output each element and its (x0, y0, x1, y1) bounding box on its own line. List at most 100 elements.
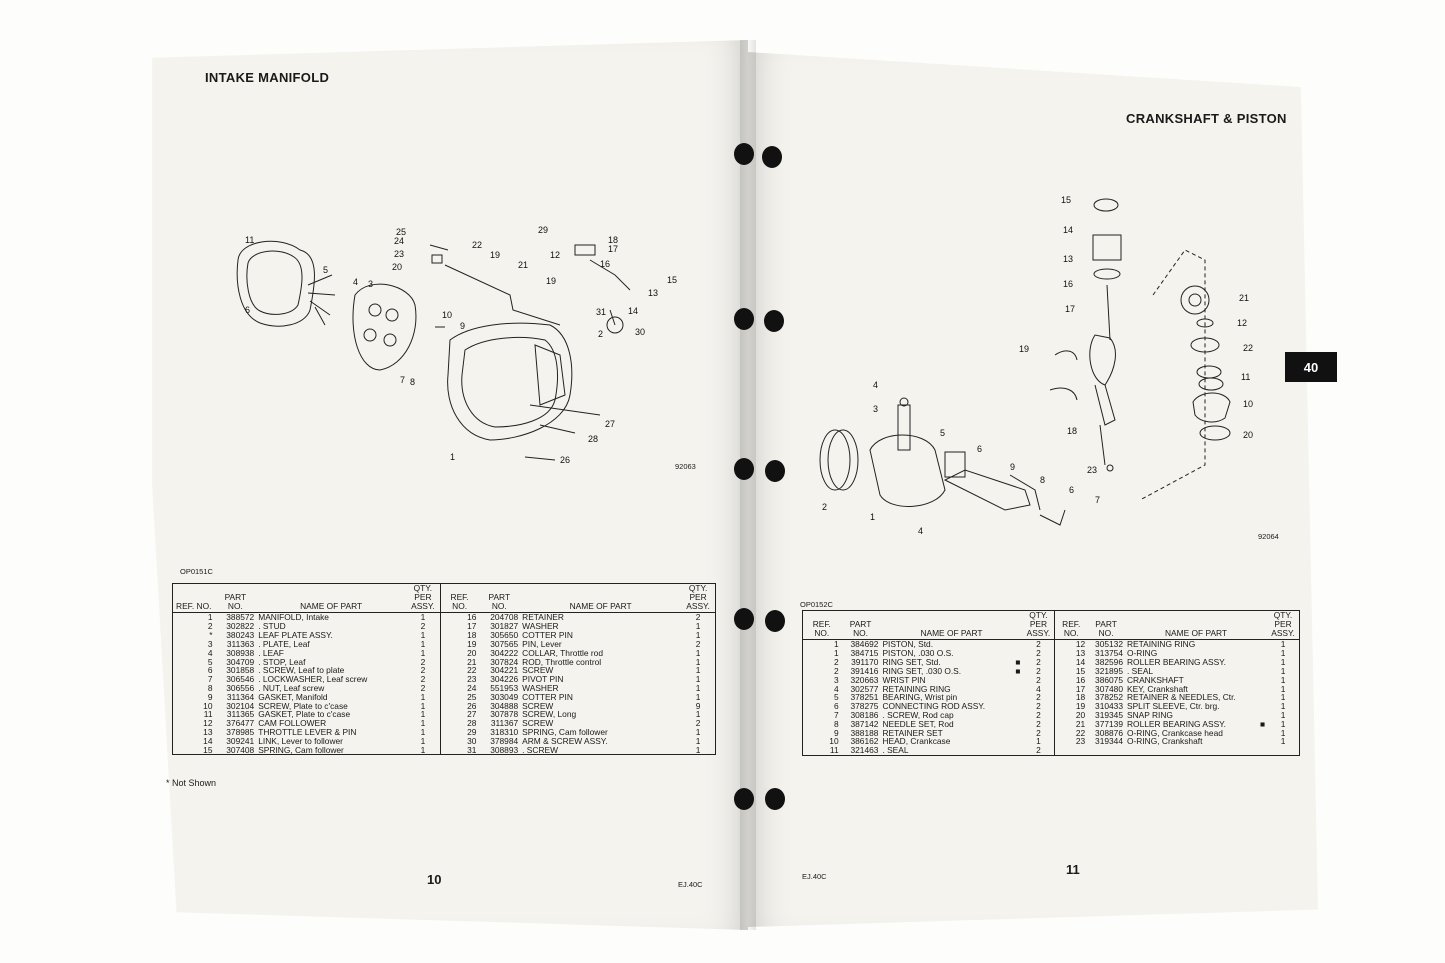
cell-qty: 2 (420, 682, 426, 693)
cell-part: 301858 (226, 665, 255, 676)
cell-part: 378984 (490, 735, 519, 746)
callout-1: 1 (450, 452, 455, 462)
cell-name: ROLLER BEARING ASSY. (1127, 657, 1226, 668)
cell-name: ROD, Throttle control (522, 656, 602, 667)
crankshaft-piston-diagram: 1 2 3 4 4 5 6 6 7 8 9 10 11 12 12 13 14 … (819, 195, 1253, 536)
binder-hole (765, 610, 785, 632)
callout-18: 18 (1067, 426, 1077, 436)
cell-name: CONNECTING ROD ASSY. (882, 701, 986, 712)
cell-name: SPLIT SLEEVE, Ctr. brg. (1127, 701, 1220, 712)
col-qty: QTY. PER ASSY. (1022, 610, 1055, 641)
cell-qty: 1 (695, 709, 701, 720)
left-page-number: 10 (427, 872, 442, 887)
cell-name: PIN, Lever (522, 638, 562, 649)
cell-qty: 2 (1036, 657, 1041, 668)
availability-mark: ■ (1015, 665, 1021, 676)
cell-qty: 1 (695, 744, 701, 755)
callout-13: 13 (648, 288, 658, 298)
left-parts-table: REF. NO. PART NO. NAME OF PART QTY. PER … (172, 583, 716, 756)
cell-name: O-RING (1127, 648, 1158, 659)
cell-name: KEY, Crankshaft (1127, 683, 1188, 694)
cell-qty: 1 (1036, 736, 1041, 747)
cell-ref: 11 (829, 745, 839, 756)
cell-name-text: RING SET, .030 O.S. (882, 665, 962, 676)
cell-qty: 4 (1036, 683, 1041, 694)
callout-10: 10 (442, 310, 452, 320)
callout-2: 2 (598, 329, 603, 339)
cell-part: 308876 (1095, 727, 1123, 738)
cell-ref: 15 (203, 744, 213, 755)
cell-ref: 11 (203, 709, 213, 720)
cell-part: 310433 (1095, 701, 1123, 712)
callout-19b: 19 (546, 276, 556, 286)
callout-9: 9 (460, 321, 465, 331)
cell-name (1125, 746, 1267, 755)
cell-ref: 7 (207, 674, 213, 685)
cell-ref: 16 (439, 613, 479, 623)
col-ref: REF. NO. (439, 583, 479, 614)
cell-part: 311363 (226, 638, 255, 649)
cell-qty: 2 (420, 674, 426, 685)
cell-part: 387142 (850, 718, 879, 729)
callout-14: 14 (1063, 225, 1073, 235)
cell-qty: 2 (1036, 745, 1041, 756)
cell-name: CRANKSHAFT (1127, 674, 1184, 685)
cell-name: . SEAL (882, 745, 909, 756)
cell-part: 304221 (490, 665, 519, 676)
binder-hole (734, 143, 754, 165)
col-name: NAME OF PART (520, 583, 682, 614)
cell-part: 307565 (490, 638, 519, 649)
callout-20: 20 (1243, 430, 1253, 440)
cell-ref: 24 (439, 684, 479, 693)
right-parts-table: REF. NO. PART NO. NAME OF PART QTY. PER … (802, 610, 1300, 756)
cell-qty: 9 (695, 700, 701, 711)
cell-ref: 12 (1054, 640, 1088, 650)
cell-part: 388572 (226, 612, 255, 623)
section-tab: 40 (1285, 352, 1337, 382)
cell-ref: 17 (439, 622, 479, 632)
cell-name: . LOCKWASHER, Leaf screw (258, 674, 368, 685)
cell-qty: 1 (420, 691, 426, 702)
cell-part: 307878 (490, 709, 519, 720)
cell-part: 378252 (1095, 692, 1123, 703)
col-qty: QTY. PER ASSY. (1267, 610, 1300, 641)
cell-part: 388188 (850, 727, 879, 738)
cell-part: 551953 (490, 682, 519, 693)
binder-hole (762, 146, 782, 168)
callout-6a: 6 (977, 444, 982, 454)
cell-qty: 1 (1280, 692, 1286, 703)
cell-ref: 9 (207, 691, 213, 702)
cell-qty: 1 (1280, 657, 1286, 668)
cell-part: 319344 (1095, 736, 1123, 747)
cell-part: 380243 (226, 630, 255, 641)
binder-hole (765, 460, 785, 482)
cell-ref: 10 (203, 700, 213, 711)
cell-ref: 26 (439, 701, 479, 711)
callout-1: 1 (870, 512, 875, 522)
cell-ref (1054, 746, 1088, 756)
cell-qty: 1 (1280, 639, 1286, 650)
left-footer-code: EJ.40C (678, 880, 703, 889)
callout-31: 31 (596, 307, 606, 317)
cell-ref: 14 (1054, 658, 1088, 667)
col-part: PART NO. (1087, 610, 1125, 641)
callout-12: 12 (550, 250, 560, 260)
callout-7: 7 (1095, 495, 1100, 505)
callout-18: 18 (608, 235, 618, 245)
cell-qty: 1 (420, 718, 426, 729)
cell-ref: 6 (833, 701, 839, 712)
col-ref: REF. NO. (1054, 610, 1088, 641)
cell-ref: 8 (833, 718, 839, 729)
cell-name: RING SET, .030 O.S. ■ (880, 665, 1022, 676)
